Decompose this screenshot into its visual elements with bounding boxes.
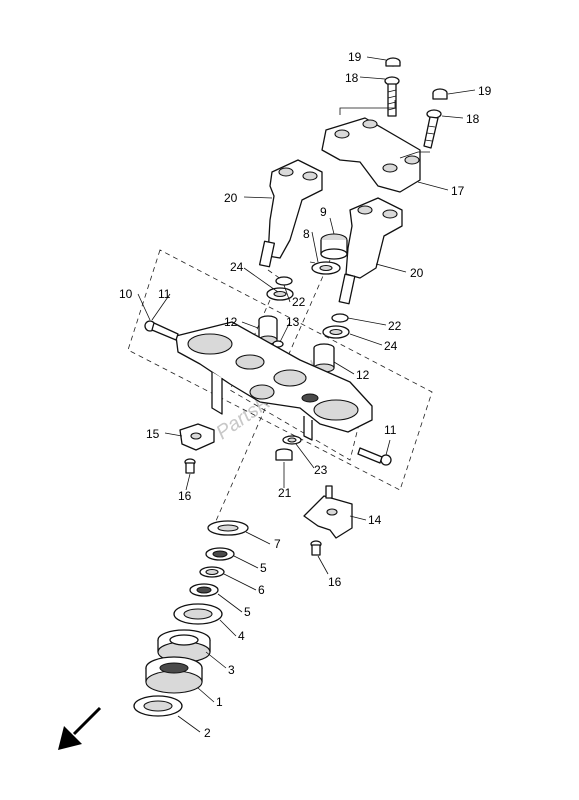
- part-22-washer-right: [331, 313, 349, 323]
- part-4-bearing-cover: [173, 603, 223, 625]
- part-7-lock-washer: [207, 520, 249, 536]
- callout-5: 5: [244, 605, 251, 619]
- part-16-screw-left: [184, 458, 196, 474]
- part-8-washer: [311, 261, 341, 275]
- part-11-bolt-left: [144, 320, 179, 341]
- front-direction-arrow-icon: [58, 706, 102, 750]
- part-17-upper-bracket: [321, 100, 430, 193]
- under-bracket: [175, 321, 373, 441]
- callout-11: 11: [158, 287, 171, 301]
- part-22-washer-left: [275, 276, 293, 286]
- callout-21: 21: [278, 486, 292, 500]
- part-15-clamp: [179, 423, 215, 451]
- callout-18: 18: [466, 112, 480, 126]
- part-19-cap-top: [385, 57, 401, 67]
- part-18-bolt-right: [423, 109, 442, 149]
- part-11-bolt-right: [357, 447, 392, 466]
- callout-1: 1: [216, 695, 223, 709]
- callout-24: 24: [230, 260, 244, 274]
- part-16-screw-right: [310, 540, 322, 556]
- callout-14: 14: [368, 513, 382, 527]
- callout-12: 12: [356, 368, 370, 382]
- callout-20: 20: [410, 266, 424, 280]
- callout-labels: 19 18 19 18 17 20 9 8 20 24 10 11 22 12 …: [119, 50, 492, 740]
- part-6-rubber-washer: [199, 566, 225, 578]
- callout-9: 9: [320, 205, 327, 219]
- callout-12: 12: [224, 315, 238, 329]
- callout-7: 7: [274, 537, 281, 551]
- callout-6: 6: [258, 583, 265, 597]
- callout-19: 19: [348, 50, 362, 64]
- callout-11: 11: [384, 423, 397, 437]
- part-19-cap-right: [432, 88, 448, 100]
- callout-13: 13: [286, 315, 300, 329]
- part-24-damper-right: [322, 325, 350, 339]
- callout-5: 5: [260, 561, 267, 575]
- callout-17: 17: [451, 184, 465, 198]
- callout-8: 8: [303, 227, 310, 241]
- callout-18: 18: [345, 71, 359, 85]
- part-1-bearing: [145, 656, 203, 694]
- callout-20: 20: [224, 191, 238, 205]
- callout-23: 23: [314, 463, 328, 477]
- callout-16: 16: [178, 489, 192, 503]
- callout-22: 22: [388, 319, 402, 333]
- callout-15: 15: [146, 427, 160, 441]
- part-20-holder-left: [258, 159, 323, 268]
- part-5-ring-nut-lower: [189, 583, 219, 597]
- callout-19: 19: [478, 84, 492, 98]
- callout-4: 4: [238, 629, 245, 643]
- callout-24: 24: [384, 339, 398, 353]
- part-14-bracket: [303, 485, 353, 539]
- callout-2: 2: [204, 726, 211, 740]
- callout-16: 16: [328, 575, 342, 589]
- part-21-spacer: [275, 448, 293, 461]
- callout-22: 22: [292, 295, 306, 309]
- callout-3: 3: [228, 663, 235, 677]
- part-9-steering-nut: [320, 233, 348, 260]
- callout-10: 10: [119, 287, 133, 301]
- part-2-dust-seal: [133, 695, 183, 717]
- part-23-washer: [282, 435, 302, 445]
- leader-lines: [137, 56, 476, 733]
- part-24-damper-left: [266, 287, 294, 301]
- part-5-ring-nut-upper: [205, 547, 235, 561]
- part-18-bolt-left: [384, 76, 400, 117]
- part-20-holder-right: [338, 197, 403, 305]
